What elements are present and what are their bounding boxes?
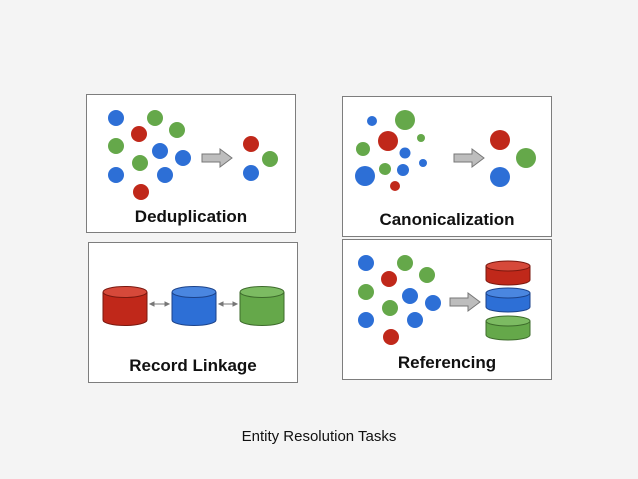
referencing-illustration [358, 255, 531, 345]
input-entities [358, 255, 441, 345]
entity-dot [407, 312, 423, 328]
green-database-icon [239, 286, 285, 326]
entity-dot [379, 163, 391, 175]
entity-dot [367, 116, 377, 126]
entity-dot [175, 150, 191, 166]
canonicalization-panel: Canonicalization [342, 96, 552, 237]
entity-dot [152, 143, 168, 159]
record-linkage-label: Record Linkage [129, 356, 257, 375]
blue-database-icon [485, 287, 531, 313]
entity-dot [390, 181, 400, 191]
green-database-icon [485, 315, 531, 341]
entity-dot [490, 167, 510, 187]
entity-dot [356, 142, 370, 156]
entity-dot [355, 166, 375, 186]
entity-dot [383, 329, 399, 345]
referencing-panel: Referencing [342, 239, 552, 380]
record-linkage-panel: Record Linkage [88, 242, 298, 383]
link-arrow-icon [148, 301, 171, 307]
entity-dot [262, 151, 278, 167]
canonicalization-label: Canonicalization [379, 210, 515, 229]
entity-dot [399, 147, 411, 159]
canonicalization-illustration [355, 110, 536, 191]
entity-dot [358, 284, 374, 300]
entity-dot [108, 110, 124, 126]
entity-dot [358, 255, 374, 271]
input-entities [108, 110, 191, 200]
entity-dot [243, 136, 259, 152]
entity-dot [516, 148, 536, 168]
entity-dot [419, 267, 435, 283]
entity-dot [157, 167, 173, 183]
entity-dot [397, 164, 409, 176]
arrow-right-icon [449, 292, 481, 312]
entity-dot [108, 167, 124, 183]
entity-dot [402, 288, 418, 304]
link-arrow-icon [217, 301, 239, 307]
entity-dot [131, 126, 147, 142]
entity-dot [395, 110, 415, 130]
figure-caption: Entity Resolution Tasks [241, 428, 397, 445]
entity-dot [147, 110, 163, 126]
entity-dot [490, 130, 510, 150]
entity-dot [358, 312, 374, 328]
blue-database-icon [171, 286, 217, 326]
entity-dot [417, 134, 425, 142]
entity-dot [397, 255, 413, 271]
input-entities [355, 110, 427, 191]
entity-dot [378, 131, 398, 151]
entity-dot [108, 138, 124, 154]
deduplication-panel: Deduplication [86, 94, 296, 233]
record-linkage-illustration [102, 286, 285, 326]
arrow-right-icon [201, 148, 233, 168]
entity-dot [169, 122, 185, 138]
entity-dot [381, 271, 397, 287]
referencing-label: Referencing [397, 353, 497, 372]
deduplication-label: Deduplication [134, 207, 248, 226]
arrow-right-icon [453, 148, 485, 168]
entity-dot [133, 184, 149, 200]
entity-dot [243, 165, 259, 181]
red-database-icon [485, 260, 531, 286]
canonical-entities [490, 130, 536, 187]
deduplication-illustration [108, 110, 278, 200]
output-entities [243, 136, 278, 181]
entity-dot [425, 295, 441, 311]
entity-dot [382, 300, 398, 316]
red-database-icon [102, 286, 148, 326]
entity-dot [132, 155, 148, 171]
entity-dot [419, 159, 427, 167]
